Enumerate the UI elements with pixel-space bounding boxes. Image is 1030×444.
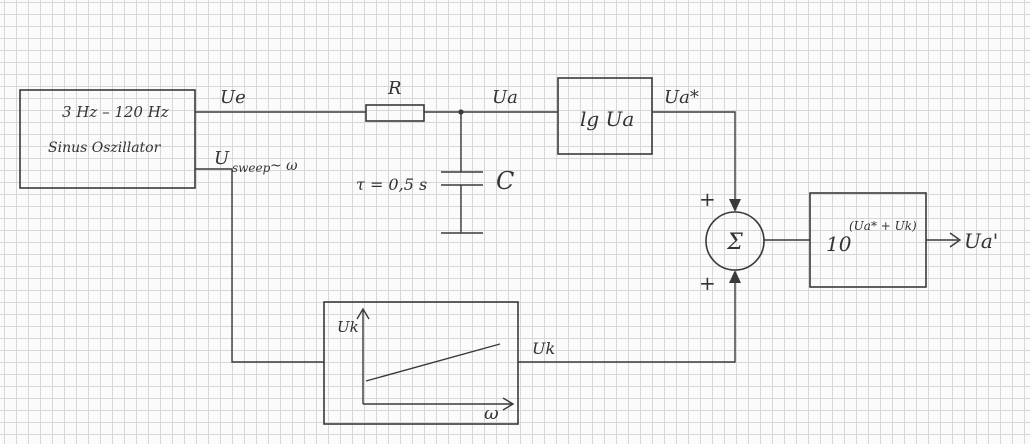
- uk-label: Uk: [532, 339, 555, 358]
- ua-star-wire: [652, 111, 736, 203]
- output-label: Ua': [964, 229, 998, 253]
- ue-label: Ue: [220, 87, 246, 108]
- sweep-subscript-label: sweep: [232, 161, 271, 175]
- sweep-relation-label: ~ ω: [270, 158, 298, 174]
- sweep-label: U: [214, 148, 230, 169]
- uk-wire: [518, 280, 736, 363]
- tau-label: τ = 0,5 s: [356, 175, 427, 194]
- ramp-line: [365, 343, 501, 382]
- exponential-power-label: (Ua* + Uk): [849, 219, 917, 233]
- resistor-label: R: [387, 78, 402, 99]
- sweep-wire: [195, 168, 324, 363]
- plus-top-label: +: [699, 187, 716, 211]
- ramp-block: [323, 301, 519, 425]
- sum-symbol: Σ: [726, 230, 743, 255]
- ramp-y-arrowhead: [356, 307, 370, 320]
- output-arrowhead: [949, 232, 962, 248]
- oscillator-block: [19, 89, 196, 189]
- oscillator-freq-label: 3 Hz – 120 Hz: [62, 103, 169, 121]
- exponential-base-label: 10: [826, 232, 852, 256]
- ua-star-label: Ua*: [664, 87, 699, 108]
- oscillator-type-label: Sinus Oszillator: [48, 140, 162, 156]
- ramp-y-label: Uk: [337, 318, 359, 336]
- ua-label: Ua: [492, 87, 518, 108]
- ua-star-arrowhead: [729, 199, 741, 212]
- log-block-label: lg Ua: [580, 107, 634, 131]
- resistor: [365, 104, 425, 122]
- log-block: [557, 77, 653, 155]
- uk-arrowhead: [729, 270, 741, 283]
- plus-bottom-label: +: [699, 271, 716, 295]
- capacitor-label: C: [496, 167, 514, 195]
- ramp-x-label: ω: [484, 403, 499, 424]
- ramp-x-arrowhead: [502, 397, 515, 411]
